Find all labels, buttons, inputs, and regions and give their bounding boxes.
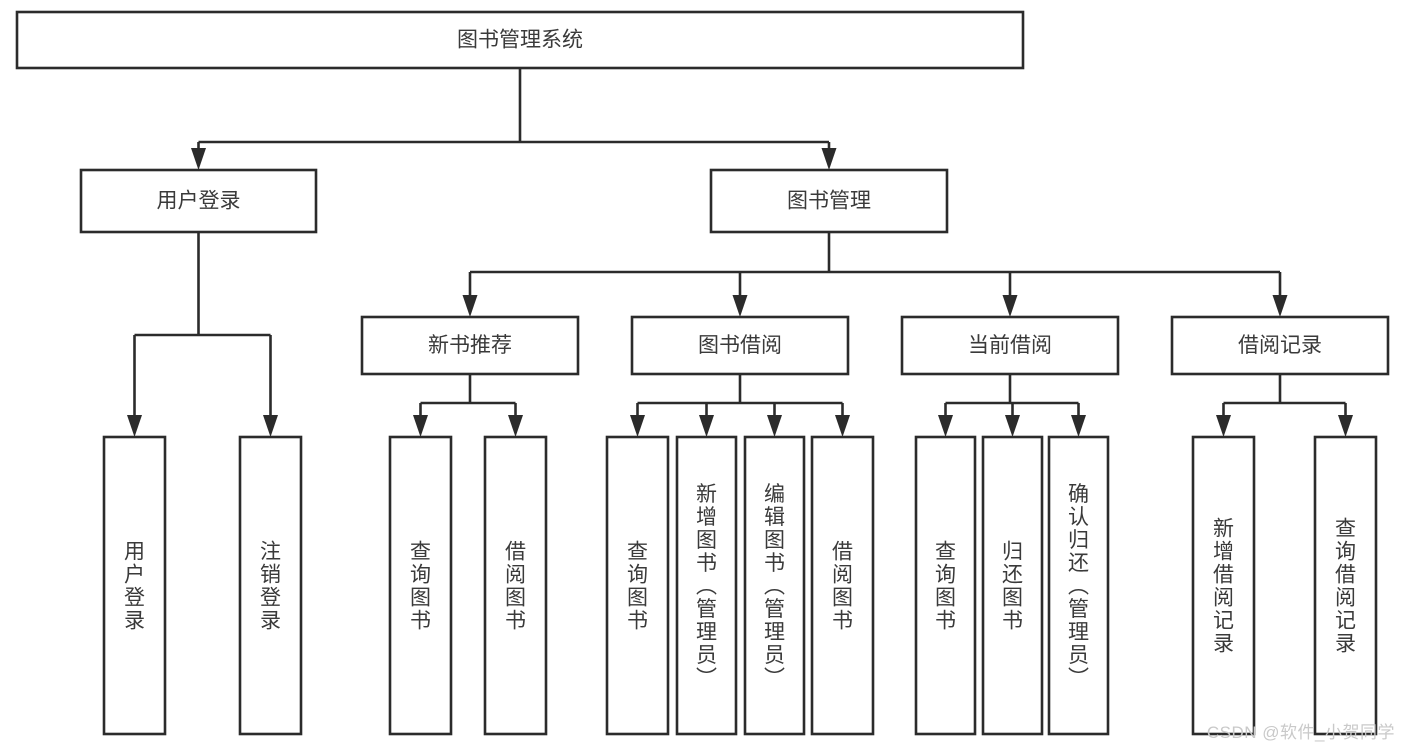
edge-group-bookmgmt-to-level3 — [462, 232, 1288, 317]
node-label: 图书借阅 — [698, 334, 782, 357]
node-box[interactable] — [15, 10, 1025, 70]
node-label: 当前借阅 — [968, 334, 1052, 357]
node-box[interactable] — [605, 435, 670, 736]
node-label: 用户登录 — [124, 541, 145, 633]
node-leaf-查询借阅记录-12[interactable]: 查询借阅记录 — [1313, 435, 1378, 736]
node-l3-图书借阅-1[interactable]: 图书借阅 — [630, 315, 850, 376]
node-label: 用户登录 — [157, 190, 241, 213]
node-label: 新增借阅记录 — [1213, 518, 1234, 656]
arrow-head-icon — [1002, 295, 1018, 317]
node-leaf-确认归还管理员-10[interactable]: 确认归还︵管理员︶ — [1047, 435, 1110, 736]
arrow-head-icon — [1216, 415, 1231, 437]
arrow-head-icon — [127, 415, 142, 437]
arrow-head-icon — [1338, 415, 1353, 437]
node-label: 新增图书︵管理员︶ — [696, 483, 717, 690]
node-leaf-查询图书-2[interactable]: 查询图书 — [388, 435, 453, 736]
node-box[interactable] — [388, 435, 453, 736]
edge-group-root-to-level2 — [191, 68, 837, 170]
node-label: 确认归还︵管理员︶ — [1068, 483, 1089, 690]
node-label: 新书推荐 — [428, 334, 512, 357]
node-box[interactable] — [630, 315, 850, 376]
arrow-head-icon — [1071, 415, 1086, 437]
node-box[interactable] — [360, 315, 580, 376]
arrow-head-icon — [191, 148, 206, 170]
node-leaf-新增图书管理员-5[interactable]: 新增图书︵管理员︶ — [675, 435, 738, 736]
arrow-head-icon — [508, 415, 523, 437]
node-box[interactable] — [900, 315, 1120, 376]
node-box[interactable] — [1313, 435, 1378, 736]
node-label: 图书管理 — [787, 190, 871, 213]
node-l2-用户登录-0[interactable]: 用户登录 — [79, 168, 318, 234]
node-label: 借阅图书 — [832, 541, 853, 633]
node-l2-图书管理-1[interactable]: 图书管理 — [709, 168, 949, 234]
node-box[interactable] — [79, 168, 318, 234]
node-box[interactable] — [483, 435, 548, 736]
arrow-head-icon — [821, 148, 837, 170]
node-leaf-借阅图书-7[interactable]: 借阅图书 — [810, 435, 875, 736]
arrow-head-icon — [835, 415, 850, 437]
node-label: 查询图书 — [627, 541, 648, 633]
arrow-head-icon — [938, 415, 953, 437]
node-box[interactable] — [810, 435, 875, 736]
node-box[interactable] — [1191, 435, 1256, 736]
arrow-head-icon — [1272, 295, 1288, 317]
arrow-head-icon — [767, 415, 782, 437]
node-root-图书管理系统-0[interactable]: 图书管理系统 — [15, 10, 1025, 70]
node-leaf-归还图书-9[interactable]: 归还图书 — [981, 435, 1044, 736]
arrow-head-icon — [263, 415, 278, 437]
arrow-head-icon — [630, 415, 645, 437]
arrow-head-icon — [699, 415, 714, 437]
node-layer: 图书管理系统用户登录图书管理新书推荐图书借阅当前借阅借阅记录用户登录注销登录查询… — [15, 10, 1390, 736]
node-l3-新书推荐-0[interactable]: 新书推荐 — [360, 315, 580, 376]
edge-group-用户登录-to-leaves — [127, 232, 278, 437]
node-box[interactable] — [709, 168, 949, 234]
node-leaf-查询图书-4[interactable]: 查询图书 — [605, 435, 670, 736]
node-label: 编辑图书︵管理员︶ — [764, 483, 785, 690]
node-label: 注销登录 — [260, 541, 281, 633]
node-box[interactable] — [1047, 435, 1110, 736]
arrow-head-icon — [732, 295, 748, 317]
arrow-head-icon — [1005, 415, 1020, 437]
node-box[interactable] — [675, 435, 738, 736]
node-box[interactable] — [102, 435, 167, 736]
node-label: 借阅图书 — [505, 541, 526, 633]
node-label: 图书管理系统 — [457, 29, 583, 52]
arrow-head-icon — [413, 415, 428, 437]
watermark-label: CSDN @软件_小贺同学 — [1206, 723, 1395, 742]
node-leaf-借阅图书-3[interactable]: 借阅图书 — [483, 435, 548, 736]
node-box[interactable] — [914, 435, 977, 736]
node-leaf-注销登录-1[interactable]: 注销登录 — [238, 435, 303, 736]
node-box[interactable] — [743, 435, 806, 736]
node-leaf-新增借阅记录-11[interactable]: 新增借阅记录 — [1191, 435, 1256, 736]
edge-group-图书借阅-to-leaves — [630, 374, 850, 437]
edge-group-新书推荐-to-leaves — [413, 374, 523, 437]
edge-group-当前借阅-to-leaves — [938, 374, 1086, 437]
node-box[interactable] — [981, 435, 1044, 736]
node-l3-借阅记录-3[interactable]: 借阅记录 — [1170, 315, 1390, 376]
node-leaf-查询图书-8[interactable]: 查询图书 — [914, 435, 977, 736]
edge-group-借阅记录-to-leaves — [1216, 374, 1353, 437]
node-box[interactable] — [238, 435, 303, 736]
node-leaf-用户登录-0[interactable]: 用户登录 — [102, 435, 167, 736]
node-leaf-编辑图书管理员-6[interactable]: 编辑图书︵管理员︶ — [743, 435, 806, 736]
node-label: 查询图书 — [935, 541, 956, 633]
arrow-head-icon — [462, 295, 478, 317]
node-label: 归还图书 — [1002, 541, 1023, 633]
node-l3-当前借阅-2[interactable]: 当前借阅 — [900, 315, 1120, 376]
node-label: 借阅记录 — [1238, 334, 1322, 357]
node-label: 查询借阅记录 — [1335, 518, 1356, 656]
connector-layer — [127, 68, 1353, 437]
node-box[interactable] — [1170, 315, 1390, 376]
node-label: 查询图书 — [410, 541, 431, 633]
